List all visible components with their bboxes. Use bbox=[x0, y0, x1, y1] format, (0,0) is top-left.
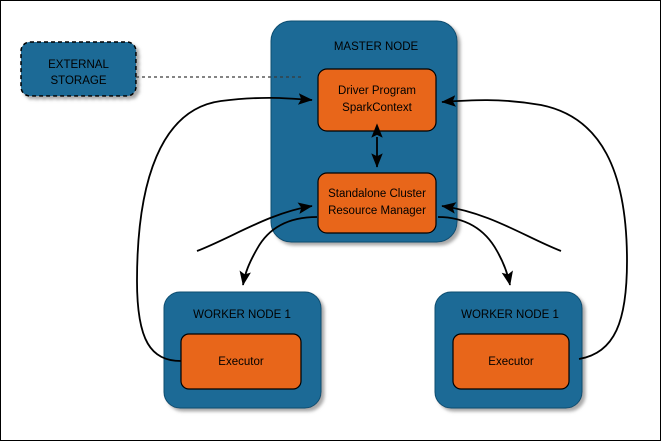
external-storage-label-line1: EXTERNAL bbox=[48, 59, 109, 71]
cluster-manager-label-line2: Resource Manager bbox=[328, 205, 426, 217]
worker-node-left-title: WORKER NODE 1 bbox=[193, 309, 291, 321]
cluster-manager-label-line1: Standalone Cluster bbox=[328, 188, 426, 200]
connection-driver-to-right-executor bbox=[441, 202, 562, 252]
connection-left-executor-to-driver bbox=[136, 93, 313, 362]
worker-node-right[interactable]: WORKER NODE 1 Executor bbox=[434, 291, 583, 409]
driver-program-label-line2: SparkContext bbox=[342, 102, 412, 114]
worker-node-right-executor-label: Executor bbox=[488, 356, 534, 368]
external-storage-shape bbox=[20, 41, 137, 97]
connection-cluster-manager-to-right-worker bbox=[437, 216, 513, 286]
connection-left-worker-to-cluster-manager bbox=[196, 202, 313, 252]
master-node-title: MASTER NODE bbox=[334, 41, 419, 53]
external-storage-label-line2: STORAGE bbox=[50, 75, 106, 87]
driver-program-box[interactable]: Driver Program SparkContext bbox=[317, 68, 437, 132]
driver-program-label-line1: Driver Program bbox=[338, 85, 416, 97]
worker-node-left-executor-label: Executor bbox=[218, 356, 264, 368]
connection-cluster-manager-to-left-worker bbox=[239, 216, 318, 286]
cluster-resource-manager-shape bbox=[317, 172, 437, 234]
connection-right-worker-to-driver bbox=[441, 95, 628, 360]
external-storage-node[interactable]: EXTERNAL STORAGE bbox=[20, 41, 137, 97]
cluster-resource-manager-box[interactable]: Standalone Cluster Resource Manager bbox=[317, 172, 437, 234]
worker-node-right-executor-shape bbox=[452, 333, 570, 390]
worker-node-left[interactable]: WORKER NODE 1 Executor bbox=[163, 291, 322, 409]
worker-node-right-title: WORKER NODE 1 bbox=[461, 309, 559, 321]
driver-program-shape bbox=[317, 68, 437, 132]
